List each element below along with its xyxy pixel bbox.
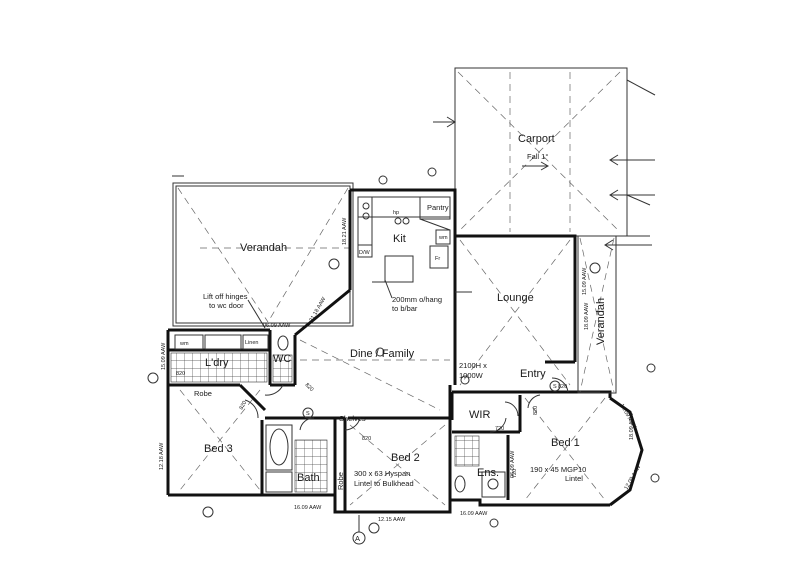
lounge-window-note-line2: 1000W bbox=[459, 371, 484, 380]
entry-label: Entry bbox=[520, 368, 546, 380]
door-size-bed2: 820 bbox=[362, 436, 371, 442]
bed3-label: Bed 3 bbox=[204, 443, 233, 455]
bed1-lintel-note-line1: 190 x 45 MGP10 bbox=[530, 465, 586, 474]
bed1-label: Bed 1 bbox=[551, 437, 580, 449]
wc-tiles bbox=[272, 335, 293, 383]
window-code-lounge: 18.09 AAW bbox=[584, 302, 590, 330]
window-code-bath: 16.09 AAW bbox=[294, 505, 322, 511]
door-swings bbox=[244, 377, 569, 433]
window-code-lounge-2: 15.09 AAW bbox=[582, 267, 588, 295]
linen-label: Linen bbox=[245, 340, 258, 346]
bath-tiles bbox=[265, 424, 328, 493]
dine-family-label: Dine / Family bbox=[350, 348, 415, 360]
window-code-bay-1: 12.09 AAW bbox=[624, 464, 643, 491]
carport-label: Carport bbox=[518, 133, 555, 145]
wall-oven-label: wm bbox=[438, 235, 448, 241]
overhang-note-line2: to b/bar bbox=[392, 304, 418, 313]
washing-machine-label: wm bbox=[179, 341, 189, 347]
door-size-entry: 820 bbox=[558, 384, 567, 390]
carport-fall-label: Fall 1° bbox=[527, 152, 548, 161]
lounge-label: Lounge bbox=[497, 292, 534, 304]
bath-label: Bath bbox=[297, 472, 320, 484]
carport-arrows bbox=[433, 116, 655, 251]
door-size-bed1: 820 bbox=[533, 406, 539, 415]
section-marker-a: A bbox=[355, 515, 360, 543]
lounge-window-note-line1: 2100H x bbox=[459, 361, 487, 370]
verandah-nw-label: Verandah bbox=[240, 242, 287, 254]
bed2-label: Bed 2 bbox=[391, 452, 420, 464]
wir-label: WIR bbox=[469, 409, 490, 421]
robe-bed3-label: Robe bbox=[194, 389, 212, 398]
overhang-note-line1: 200mm o/hang bbox=[392, 295, 442, 304]
door-size-hall: 820 bbox=[304, 382, 315, 393]
window-code-bed3: 12.18 AAW bbox=[159, 442, 165, 470]
lift-off-note-line2: to wc door bbox=[209, 301, 244, 310]
shelves-label: Shelves bbox=[339, 414, 366, 423]
bed2-lintel-note-line2: Lintel to Bulkhead bbox=[354, 479, 414, 488]
window-code-wc: 06.09 AAW bbox=[263, 323, 291, 329]
bed2-lintel-note-line1: 300 x 63 Hyspan bbox=[354, 469, 410, 478]
door-size-wir: 720 bbox=[495, 426, 504, 432]
verandah-nw-area bbox=[172, 175, 354, 327]
room-diagonals bbox=[179, 239, 606, 506]
window-code-ens-2: 06.09 AAW bbox=[510, 450, 516, 478]
robe-bed2-label: Robe bbox=[336, 472, 345, 490]
laundry-tiles bbox=[170, 334, 269, 383]
hotplate-label: hp bbox=[393, 210, 399, 216]
section-marker-label: A bbox=[355, 534, 360, 543]
bed1-lintel-note-line2: Lintel bbox=[565, 474, 583, 483]
interior-walls bbox=[168, 236, 575, 512]
ensuite-tiles bbox=[454, 435, 506, 498]
pantry-label: Pantry bbox=[427, 203, 449, 212]
door-size-bed3: 820 bbox=[239, 400, 249, 411]
smoke-alarm-1: S bbox=[306, 411, 310, 417]
kitchen-area bbox=[357, 196, 451, 283]
grid-markers bbox=[147, 167, 660, 545]
laundry-label: L'dry bbox=[205, 357, 229, 369]
door-size-ens: 720 bbox=[512, 469, 518, 478]
kitchen-label: Kit bbox=[393, 233, 406, 245]
wc-label: WC bbox=[273, 353, 291, 365]
verandah-east-label: Verandah bbox=[595, 298, 607, 345]
window-code-ldry: 15.09 AAW bbox=[161, 342, 167, 370]
dishwasher-label: D/W bbox=[359, 250, 371, 256]
fridge-label: Fr bbox=[435, 256, 440, 262]
window-code-ens: 16.09 AAW bbox=[460, 511, 488, 517]
door-size-ldry: 820 bbox=[176, 371, 185, 377]
ensuite-label: Ens. bbox=[477, 467, 499, 479]
window-code-bay-2: 18.09 AAW bbox=[629, 412, 635, 440]
carport-area bbox=[454, 67, 656, 237]
window-code-bed2: 12.15 AAW bbox=[378, 517, 406, 523]
verandah-east-area bbox=[577, 235, 617, 394]
smoke-alarm-2: S bbox=[553, 384, 557, 390]
lift-off-note-line1: Lift off hinges bbox=[203, 292, 248, 301]
window-code-kit: 18.21 AAW bbox=[342, 217, 348, 245]
